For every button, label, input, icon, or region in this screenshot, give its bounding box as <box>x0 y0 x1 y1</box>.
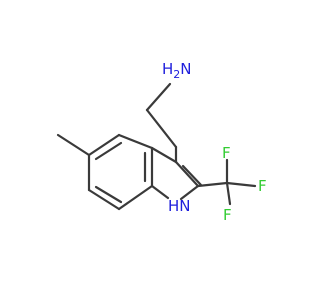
atom-labels: H2N HN F F F <box>162 60 267 224</box>
fluorine-label-1: F <box>222 144 231 162</box>
bond-c5-methyl <box>56 133 91 157</box>
fluorine-label-2: F <box>258 177 267 195</box>
molecule-structure: H2N HN F F F <box>56 60 267 224</box>
bond-c2-n1 <box>179 184 200 201</box>
bond-amine-ch2 <box>145 82 172 112</box>
bond-cf3-f3 <box>225 181 232 206</box>
molecule-canvas: H2N HN F F F <box>56 60 267 224</box>
bond-c6-c7 <box>87 188 121 211</box>
bond-c4-c5-inner <box>94 141 123 161</box>
bond-c3-c2-inner <box>181 164 203 187</box>
bond-c6-c7-inner <box>94 185 123 204</box>
ring-n-label: HN <box>168 197 191 215</box>
bonds <box>56 82 257 211</box>
bond-c4-c5 <box>87 133 121 157</box>
bond-ch2-ch2 <box>145 108 178 149</box>
bond-c2-cf3 <box>196 181 229 188</box>
bond-c3a-c4 <box>117 133 154 150</box>
amine-label: H2N <box>162 60 192 81</box>
fluorine-label-3: F <box>223 206 232 224</box>
bond-c3a-c3 <box>150 146 178 164</box>
bond-c3-c2 <box>174 160 200 188</box>
bond-cf3-f2 <box>225 181 257 188</box>
bond-c7-c7a <box>117 184 154 211</box>
bond-n1-c7a <box>150 184 170 200</box>
